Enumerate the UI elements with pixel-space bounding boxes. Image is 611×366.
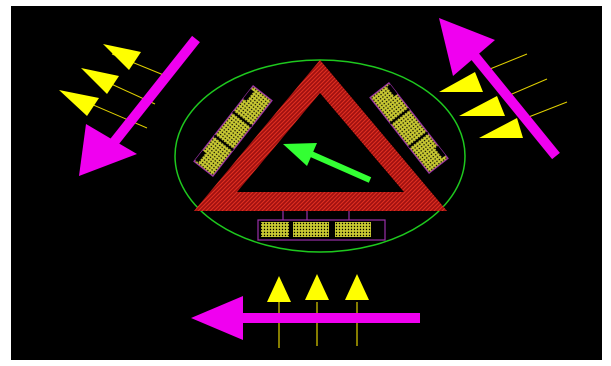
panel-bottom-cell-3 xyxy=(335,222,371,237)
panel-bottom-cell-1 xyxy=(261,222,289,237)
diagram-canvas xyxy=(11,6,602,360)
panel-bottom-cell-2 xyxy=(293,222,329,237)
bottom-wind-shaft xyxy=(229,313,420,323)
